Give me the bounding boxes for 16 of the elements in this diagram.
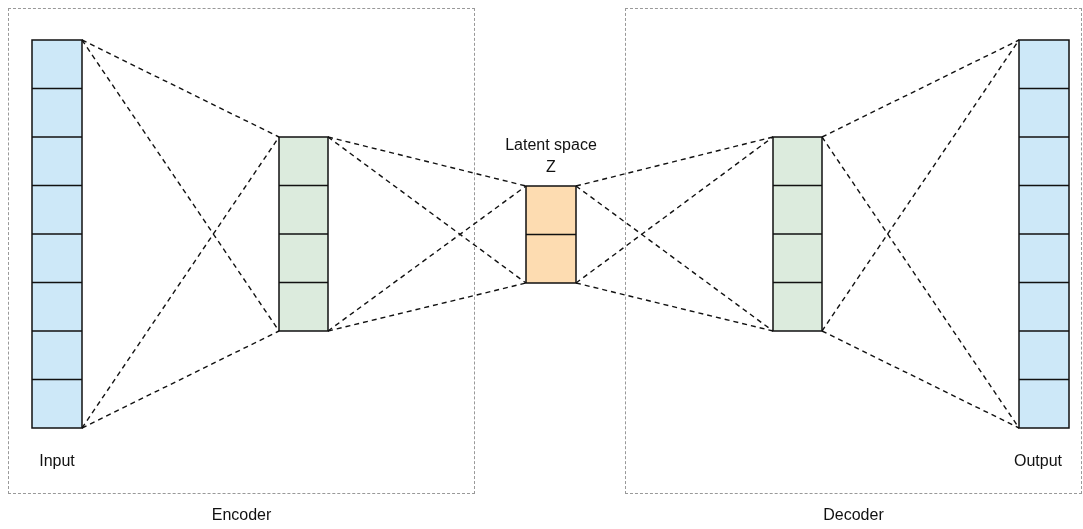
connector-line xyxy=(575,136,774,284)
connector-line xyxy=(81,330,280,429)
connector-line xyxy=(327,282,527,332)
group-label: Encoder xyxy=(210,505,273,525)
connector-line xyxy=(327,136,527,284)
connector-line xyxy=(327,136,527,187)
connector-line xyxy=(81,39,280,138)
connector-line xyxy=(575,136,774,187)
connector-line xyxy=(575,282,774,332)
layer-label: Input xyxy=(38,451,76,471)
group-label: Decoder xyxy=(822,505,885,525)
connector-line xyxy=(327,185,527,332)
layer-label: Latent space Z xyxy=(504,135,598,177)
layer-label: Output xyxy=(1013,451,1063,471)
connector-line xyxy=(821,330,1020,429)
connector-line xyxy=(821,39,1020,138)
